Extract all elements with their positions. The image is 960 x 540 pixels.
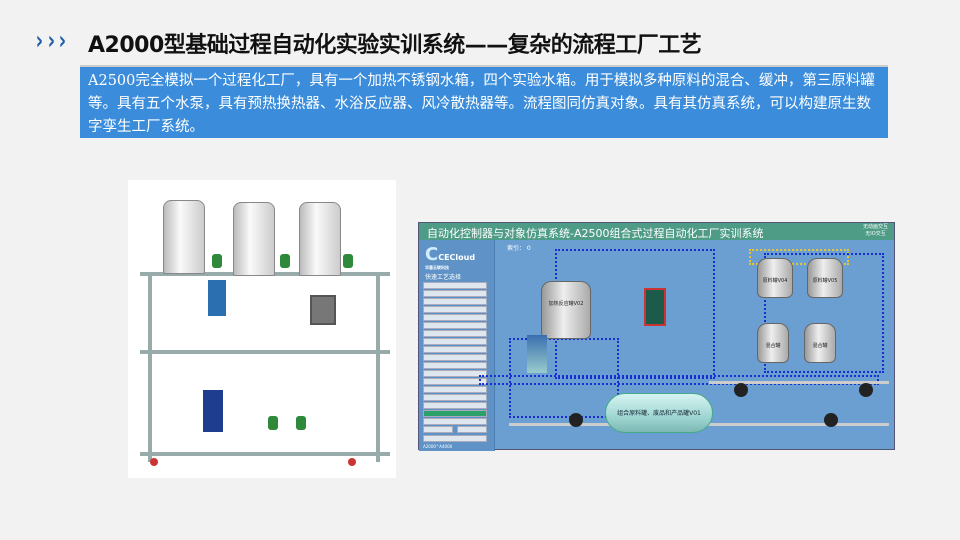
pump-icon (734, 383, 748, 397)
raw-material-tank: 原料罐V05 (807, 258, 843, 298)
process-button-active[interactable] (423, 410, 487, 417)
equipment-photo (128, 180, 396, 478)
process-button[interactable] (423, 322, 487, 329)
process-button[interactable] (423, 346, 487, 353)
pump-icon (569, 413, 583, 427)
index-label: 索引： 0 (507, 245, 531, 252)
process-button[interactable] (423, 402, 487, 409)
process-button[interactable] (423, 378, 487, 385)
process-button[interactable] (423, 426, 453, 433)
combined-tank-v01: 组合原料罐、废品和产品罐V01 (605, 393, 713, 433)
process-button[interactable] (423, 362, 487, 369)
process-button[interactable] (423, 394, 487, 401)
scada-title: 自动化控制器与对象仿真系统-A2500组合式过程自动化工厂实训系统 (427, 227, 764, 240)
mode-line: 无动画交互 (862, 224, 888, 230)
pump-icon (824, 413, 838, 427)
process-button[interactable] (423, 330, 487, 337)
raw-material-tank: 原料罐V04 (757, 258, 793, 298)
pump-icon (859, 383, 873, 397)
process-button[interactable] (423, 354, 487, 361)
process-button[interactable] (423, 418, 487, 425)
page-title: A2000型基础过程自动化实验实训系统——复杂的流程工厂工艺 (88, 33, 702, 58)
process-button[interactable] (423, 282, 487, 289)
heating-reactor-vessel: 加热反应罐V02 (541, 281, 591, 339)
process-button[interactable] (423, 290, 487, 297)
mixing-tank: 混合罐 (804, 323, 836, 363)
process-button[interactable] (457, 426, 487, 433)
process-button[interactable] (423, 386, 487, 393)
version-label: A2000^A4000 (423, 444, 453, 449)
chevron-icon: ››› (35, 26, 67, 56)
description-box: A2500完全模拟一个过程化工厂，具有一个加热不锈钢水箱，四个实验水箱。用于模拟… (80, 65, 888, 138)
process-button[interactable] (423, 370, 487, 377)
mixing-tank: 混合罐 (757, 323, 789, 363)
scada-screenshot: 自动化控制器与对象仿真系统-A2500组合式过程自动化工厂实训系统 无动画交互无… (418, 222, 895, 451)
process-button[interactable] (423, 298, 487, 305)
quick-select-label: 快速工艺选择 (425, 274, 462, 281)
scada-title-bar: 自动化控制器与对象仿真系统-A2500组合式过程自动化工厂实训系统 无动画交互无… (419, 223, 894, 240)
process-button[interactable] (423, 314, 487, 321)
process-button[interactable] (423, 338, 487, 345)
process-button[interactable] (423, 306, 487, 313)
process-button[interactable] (423, 435, 487, 442)
mode-line: 无IO交互 (865, 231, 886, 237)
